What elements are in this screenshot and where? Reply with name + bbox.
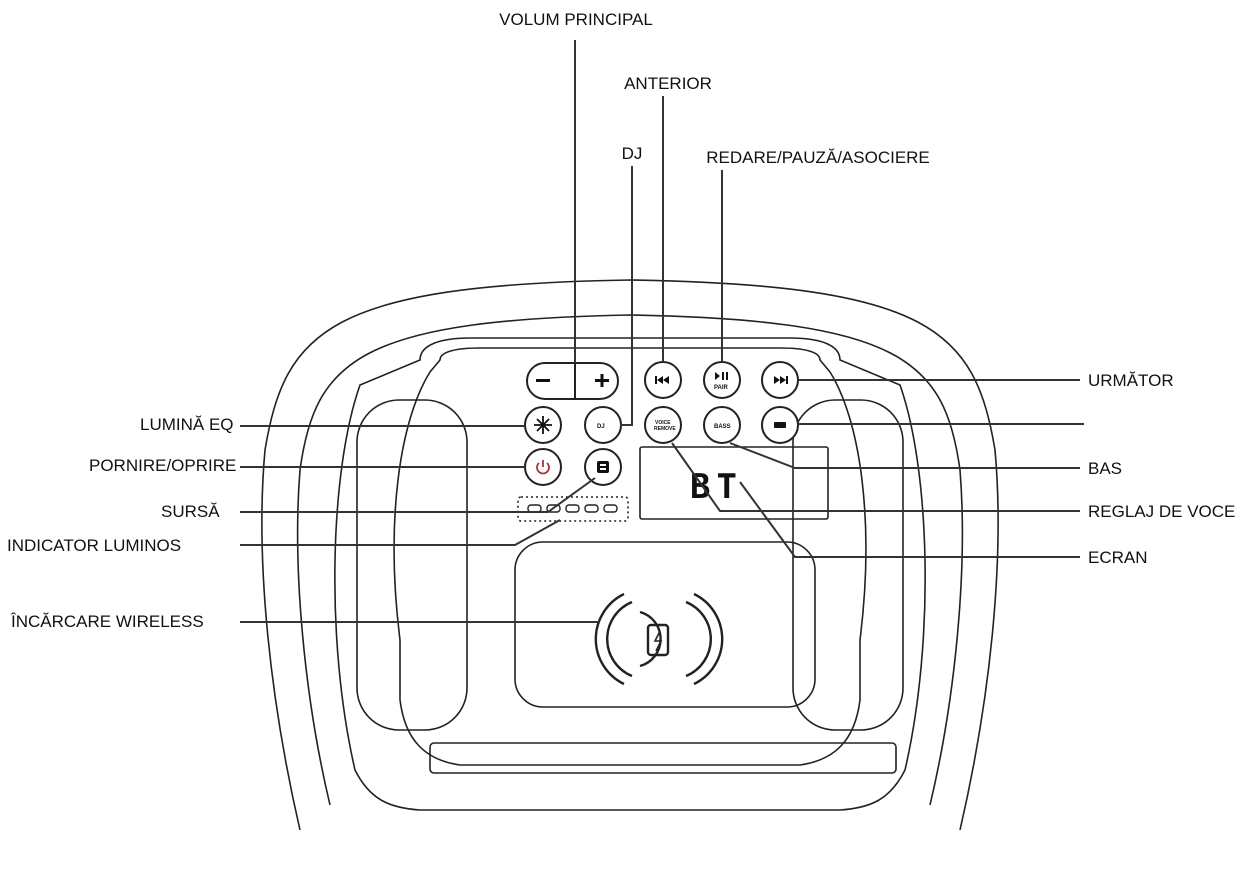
handle-inner (296, 314, 964, 806)
volume-rocker[interactable] (526, 362, 619, 400)
minus-icon (536, 379, 550, 382)
label-source: SURSĂ (161, 502, 220, 521)
label-next: URMĂTOR (1088, 371, 1174, 390)
leader-bass (729, 442, 1080, 469)
label-dj: DJ (621, 144, 643, 163)
label-previous: ANTERIOR (624, 74, 712, 93)
label-voice-adjust: REGLAJ DE VOCE (1088, 502, 1236, 521)
label-screen: ECRAN (1088, 548, 1148, 567)
leader-screen (739, 481, 1080, 558)
label-light-eq: LUMINĂ EQ (140, 415, 234, 434)
indicator-led (584, 504, 599, 513)
indicator-led (603, 504, 618, 513)
indicator-led (565, 504, 580, 513)
indicator-led (546, 504, 561, 513)
label-wireless-charging: ÎNCĂRCARE WIRELESS (11, 612, 204, 631)
indicator-bar (517, 496, 629, 522)
label-indicator: INDICATOR LUMINOS (7, 536, 182, 555)
control-plate (393, 347, 867, 766)
light-icon (534, 416, 552, 434)
grip-right (792, 399, 904, 731)
play-pause-icon (715, 372, 728, 380)
leader-dj (620, 166, 633, 426)
label-bass: BAS (1088, 459, 1123, 478)
wireless-charging-pad (514, 541, 816, 708)
speaker-body-outer (334, 337, 926, 811)
label-play-pause: REDARE/PAUZĂ/ASOCIERE (706, 148, 930, 167)
next-icon (774, 376, 788, 384)
label-power: PORNIRE/OPRIRE (89, 456, 237, 475)
leader-source (240, 477, 596, 513)
power-icon (536, 460, 550, 475)
play-pause-sub-label: PAIR (714, 385, 729, 391)
voice-remove-label-2: REMOVE (654, 426, 676, 432)
previous-icon (655, 376, 669, 384)
bass-button[interactable] (703, 406, 741, 444)
label-volume: VOLUM PRINCIPAL (499, 10, 653, 29)
bass-button-label: BASS (714, 424, 731, 430)
dj-button-label: DJ (597, 424, 605, 430)
leader-indicator (240, 519, 561, 546)
mode-icon (774, 422, 786, 428)
bottom-slot (429, 742, 897, 774)
grip-left (356, 399, 468, 731)
indicator-led (527, 504, 542, 513)
source-icon (597, 461, 609, 473)
voice-remove-label-1: VOICE (655, 420, 671, 426)
screen (639, 446, 829, 520)
voice-remove-button[interactable] (644, 406, 682, 444)
wireless-charging-icon (594, 592, 724, 686)
handle-outer (261, 279, 999, 831)
leader-voice (671, 442, 1080, 512)
screen-text: BT (690, 467, 743, 507)
